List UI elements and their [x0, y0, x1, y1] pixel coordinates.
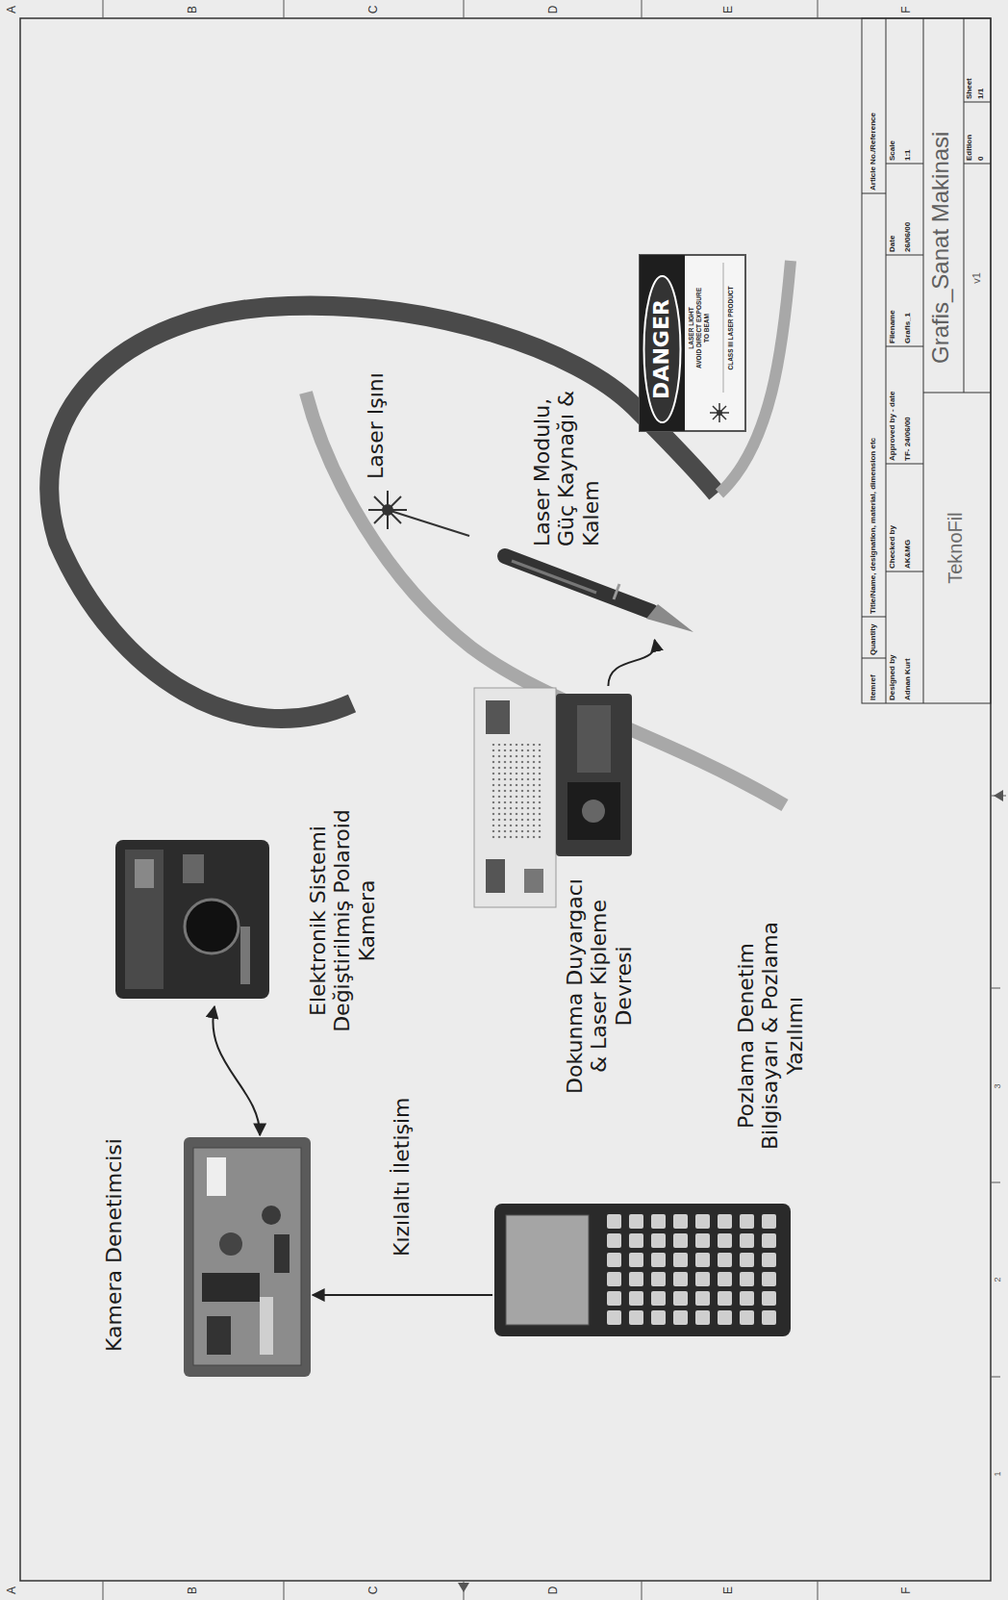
title-block-cell: 0	[977, 156, 985, 161]
sheet-frame	[20, 18, 991, 1581]
camera-controller-photo	[183, 1136, 311, 1377]
title-block-cell: Checked by	[888, 525, 897, 569]
laser-pen-photo	[504, 555, 694, 632]
title-block-cell: Grafis_1	[904, 312, 912, 344]
center-mark	[993, 789, 1004, 802]
connector-label: Kızılaltı İletişim	[389, 1094, 414, 1259]
circuit-board-photo	[474, 687, 632, 908]
title-block-cell: 1:1	[904, 149, 912, 161]
title-block-cell: Sheet	[965, 77, 974, 100]
grid-number: 3	[993, 1080, 1003, 1092]
sign-text: AVOID DIRECT EXPOSURE	[696, 260, 704, 396]
danger-sign	[639, 254, 746, 431]
version-cell: v1	[971, 163, 983, 393]
component-label: Dokunma Duyargacı & Laser Kipleme Devres…	[562, 870, 636, 1102]
drawing-title: Grafis_Sanat Makinasi	[929, 131, 953, 364]
grid-number: 2	[993, 1273, 1003, 1286]
zone-letter: F	[900, 3, 912, 16]
zone-letter: A	[5, 3, 18, 16]
sign-text: TO BEAM	[704, 260, 711, 396]
zone-ticks	[102, 0, 1007, 1600]
zone-letter: D	[547, 1584, 559, 1596]
title-block-cell: Filename	[888, 309, 897, 344]
polaroid-camera-photo	[115, 839, 270, 999]
title-block-cell: Designed by	[888, 654, 897, 701]
warning-word: DANGER	[651, 276, 673, 423]
laser-pen-module: Laser Modulu, Güç Kaynağı & Kalem	[499, 551, 694, 638]
title-block-cell: Article No./Reference	[869, 112, 878, 191]
title-block-cell: Date	[888, 235, 897, 252]
connector-arrow	[212, 1006, 260, 1135]
title-block-cell: TF- 24/06/00	[904, 416, 912, 461]
zone-letter: E	[722, 1584, 734, 1596]
zone-letter: D	[547, 3, 559, 16]
component-label: Kamera Denetimcisi	[101, 1137, 126, 1352]
title-block-cell: Adnan Kurt	[904, 657, 912, 701]
component-label: Pozlama Denetim Bilgisayarı & Pozlama Ya…	[733, 903, 807, 1168]
grid-number: 1	[993, 1467, 1003, 1480]
touch-sensor-circuit: Dokunma Duyargacı & Laser Kipleme Devres…	[474, 687, 632, 908]
title-block-cell: Approved by - date	[888, 391, 897, 461]
laser-beam-symbol	[368, 490, 470, 536]
zone-letter: A	[5, 1584, 18, 1596]
zone-letter: F	[900, 1584, 912, 1596]
sign-text: LASER LIGHT	[688, 260, 696, 396]
center-mark	[457, 1582, 470, 1592]
calculator-photo	[494, 1203, 791, 1336]
beam-label: Laser Işını	[365, 372, 387, 479]
title-block-cell: Edition	[965, 134, 974, 161]
component-label: Laser Modulu, Güç Kaynağı & Kalem	[529, 368, 604, 547]
component-label: Elektronik Sistemi Değiştirilmiş Polaroi…	[305, 781, 379, 1060]
zone-letter: C	[367, 1584, 379, 1596]
title-block-cell: 1/1	[977, 88, 985, 100]
zone-letter: B	[186, 1584, 199, 1596]
zone-letter: B	[186, 3, 199, 16]
connector-arrow	[607, 639, 656, 686]
connector-arrow	[312, 1293, 493, 1296]
dark-ribbon	[49, 305, 717, 719]
zone-letter: E	[722, 3, 734, 16]
title-block-grid	[861, 18, 991, 704]
company-name: TeknoFil	[945, 392, 965, 704]
polaroid-camera: Elektronik Sistemi Değiştirilmiş Polaroi…	[101, 835, 276, 1005]
camera-controller: Kamera Denetimcisi	[183, 1136, 311, 1377]
sign-text: CLASS III LASER PRODUCT	[728, 260, 735, 396]
title-block-cell: AK&MG	[904, 539, 912, 569]
exposure-computer: Pozlama Denetim Bilgisayarı & Pozlama Ya…	[494, 1203, 791, 1336]
zone-letter: C	[367, 3, 379, 16]
title-block-cell: Scale	[888, 140, 897, 161]
title-block-cell: Itemref	[869, 674, 878, 701]
title-block-cell: 26/06/00	[904, 222, 912, 252]
title-block-cell: Quantity	[869, 624, 878, 656]
title-block-cell: Title/Name, designation, material, dimen…	[869, 437, 878, 614]
